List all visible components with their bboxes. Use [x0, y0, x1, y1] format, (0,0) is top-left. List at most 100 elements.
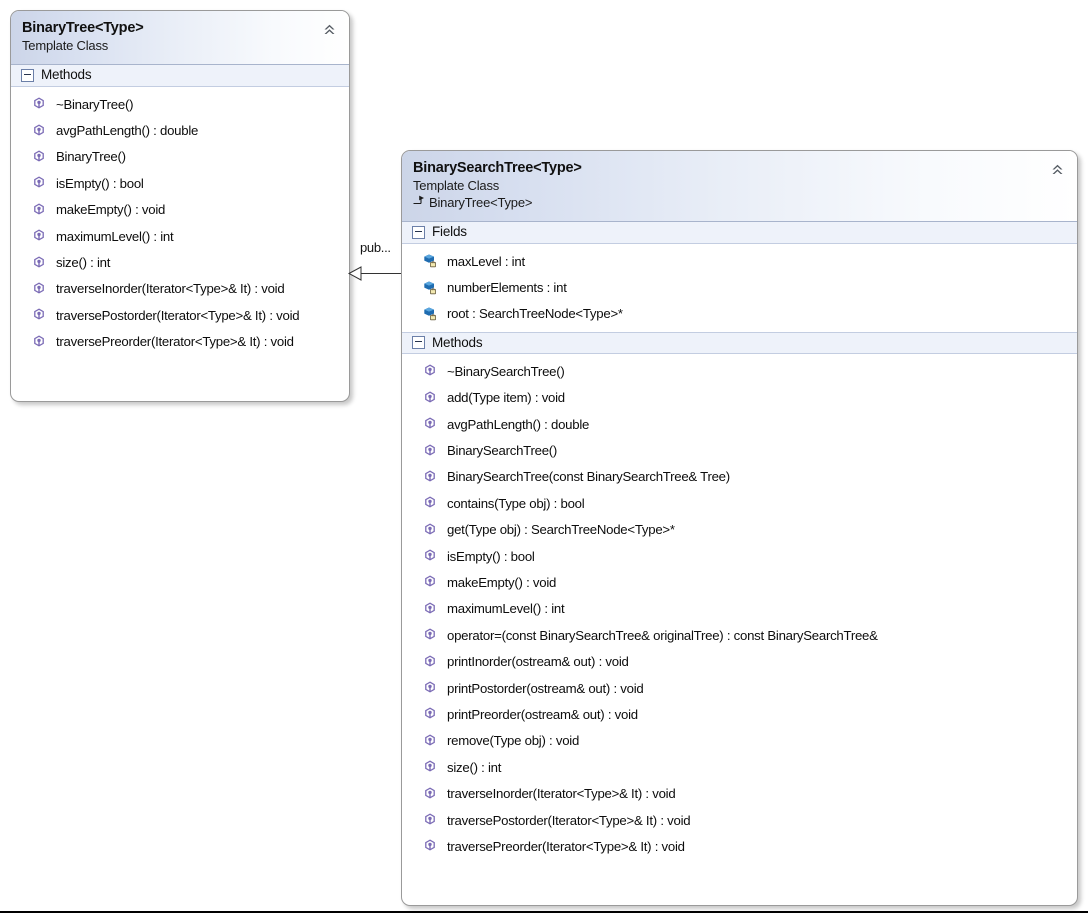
collapse-minus-icon[interactable]: [412, 336, 425, 350]
member-signature: ~BinarySearchTree(): [447, 363, 565, 379]
member-signature: maximumLevel() : int: [56, 228, 174, 244]
method-icon: [422, 363, 438, 379]
member-row[interactable]: maximumLevel() : int: [11, 223, 349, 249]
member-row[interactable]: contains(Type obj) : bool: [402, 490, 1077, 516]
member-row[interactable]: remove(Type obj) : void: [402, 728, 1077, 754]
member-row[interactable]: add(Type item) : void: [402, 385, 1077, 411]
member-signature: printPostorder(ostream& out) : void: [447, 680, 644, 696]
method-icon: [422, 812, 438, 828]
member-row[interactable]: avgPathLength() : double: [402, 411, 1077, 437]
member-row[interactable]: maximumLevel() : int: [402, 596, 1077, 622]
member-row[interactable]: maxLevel : int: [402, 248, 1077, 274]
member-row[interactable]: BinarySearchTree(const BinarySearchTree&…: [402, 464, 1077, 490]
class-box-binary-search-tree[interactable]: BinarySearchTree<Type> Template Class Bi…: [401, 150, 1078, 906]
method-icon: [31, 307, 47, 323]
member-list-methods: ~BinarySearchTree() add(Type item) : voi…: [402, 354, 1077, 864]
member-row[interactable]: operator=(const BinarySearchTree& origin…: [402, 622, 1077, 648]
class-box-binary-tree[interactable]: BinaryTree<Type> Template Class Methods …: [10, 10, 350, 402]
member-signature: BinarySearchTree(const BinarySearchTree&…: [447, 469, 730, 485]
method-icon: [422, 786, 438, 802]
member-row[interactable]: numberElements : int: [402, 274, 1077, 300]
member-signature: avgPathLength() : double: [447, 416, 590, 432]
connector-label: pub...: [360, 240, 391, 255]
member-row[interactable]: printPostorder(ostream& out) : void: [402, 675, 1077, 701]
member-signature: isEmpty() : bool: [56, 175, 144, 191]
method-icon: [422, 416, 438, 432]
member-row[interactable]: BinaryTree(): [11, 144, 349, 170]
member-row[interactable]: printPreorder(ostream& out) : void: [402, 701, 1077, 727]
page-bottom-divider: [0, 911, 1088, 913]
compartment-label: Fields: [432, 224, 467, 239]
member-signature: traverseInorder(Iterator<Type>& It) : vo…: [447, 786, 676, 802]
member-signature: traverseInorder(Iterator<Type>& It) : vo…: [56, 281, 285, 297]
member-row[interactable]: isEmpty() : bool: [402, 543, 1077, 569]
member-row[interactable]: size() : int: [402, 754, 1077, 780]
member-row[interactable]: traverseInorder(Iterator<Type>& It) : vo…: [11, 276, 349, 302]
member-signature: root : SearchTreeNode<Type>*: [447, 306, 623, 322]
member-row[interactable]: ~BinarySearchTree(): [402, 358, 1077, 384]
compartment-header-methods[interactable]: Methods: [402, 332, 1077, 355]
field-private-icon: [422, 306, 438, 322]
member-row[interactable]: get(Type obj) : SearchTreeNode<Type>*: [402, 517, 1077, 543]
member-row[interactable]: size() : int: [11, 249, 349, 275]
inheritance-connector[interactable]: [347, 246, 408, 302]
member-signature: get(Type obj) : SearchTreeNode<Type>*: [447, 522, 675, 538]
member-signature: printPreorder(ostream& out) : void: [447, 706, 638, 722]
method-icon: [31, 123, 47, 139]
class-title: BinarySearchTree<Type>: [413, 160, 582, 176]
member-signature: add(Type item) : void: [447, 390, 565, 406]
method-icon: [31, 96, 47, 112]
method-icon: [422, 548, 438, 564]
member-row[interactable]: traversePostorder(Iterator<Type>& It) : …: [402, 807, 1077, 833]
method-icon: [31, 149, 47, 165]
member-list-fields: maxLevel : int numberElements : int root…: [402, 244, 1077, 332]
member-row[interactable]: ~BinaryTree(): [11, 91, 349, 117]
member-signature: ~BinaryTree(): [56, 96, 134, 112]
method-icon: [31, 202, 47, 218]
member-row[interactable]: root : SearchTreeNode<Type>*: [402, 301, 1077, 327]
member-signature: avgPathLength() : double: [56, 123, 199, 139]
member-signature: maxLevel : int: [447, 253, 525, 269]
member-row[interactable]: avgPathLength() : double: [11, 117, 349, 143]
collapse-minus-icon[interactable]: [21, 68, 34, 82]
class-stereotype: Template Class: [22, 38, 109, 53]
method-icon: [31, 334, 47, 350]
method-icon: [31, 228, 47, 244]
member-row[interactable]: printInorder(ostream& out) : void: [402, 648, 1077, 674]
field-private-icon: [422, 253, 438, 269]
member-signature: makeEmpty() : void: [447, 574, 557, 590]
method-icon: [422, 654, 438, 670]
member-signature: traversePreorder(Iterator<Type>& It) : v…: [447, 838, 685, 854]
method-icon: [422, 601, 438, 617]
method-icon: [422, 759, 438, 775]
class-header-binary-tree: BinaryTree<Type> Template Class: [11, 11, 349, 65]
member-row[interactable]: traverseInorder(Iterator<Type>& It) : vo…: [402, 780, 1077, 806]
member-row[interactable]: traversePreorder(Iterator<Type>& It) : v…: [11, 329, 349, 355]
compartment-header-methods[interactable]: Methods: [11, 65, 349, 87]
member-row[interactable]: BinarySearchTree(): [402, 437, 1077, 463]
field-private-icon: [422, 280, 438, 296]
method-icon: [422, 443, 438, 459]
compartment-header-fields[interactable]: Fields: [402, 222, 1077, 244]
method-icon: [422, 390, 438, 406]
member-signature: traversePreorder(Iterator<Type>& It) : v…: [56, 334, 294, 350]
member-row[interactable]: traversePreorder(Iterator<Type>& It) : v…: [402, 833, 1077, 859]
member-signature: contains(Type obj) : bool: [447, 495, 585, 511]
class-title: BinaryTree<Type>: [22, 20, 144, 36]
member-signature: remove(Type obj) : void: [447, 733, 580, 749]
compartment-label: Methods: [432, 334, 483, 350]
method-icon: [31, 281, 47, 297]
chevron-double-up-icon[interactable]: [321, 21, 338, 38]
member-row[interactable]: traversePostorder(Iterator<Type>& It) : …: [11, 302, 349, 328]
chevron-double-up-icon[interactable]: [1049, 161, 1066, 178]
method-icon: [422, 733, 438, 749]
collapse-minus-icon[interactable]: [412, 225, 425, 239]
method-icon: [422, 706, 438, 722]
member-row[interactable]: makeEmpty() : void: [402, 569, 1077, 595]
method-icon: [31, 175, 47, 191]
class-base-reference[interactable]: BinaryTree<Type>: [413, 194, 1065, 211]
method-icon: [31, 255, 47, 271]
member-row[interactable]: isEmpty() : bool: [11, 170, 349, 196]
class-stereotype: Template Class: [413, 178, 500, 193]
member-row[interactable]: makeEmpty() : void: [11, 197, 349, 223]
